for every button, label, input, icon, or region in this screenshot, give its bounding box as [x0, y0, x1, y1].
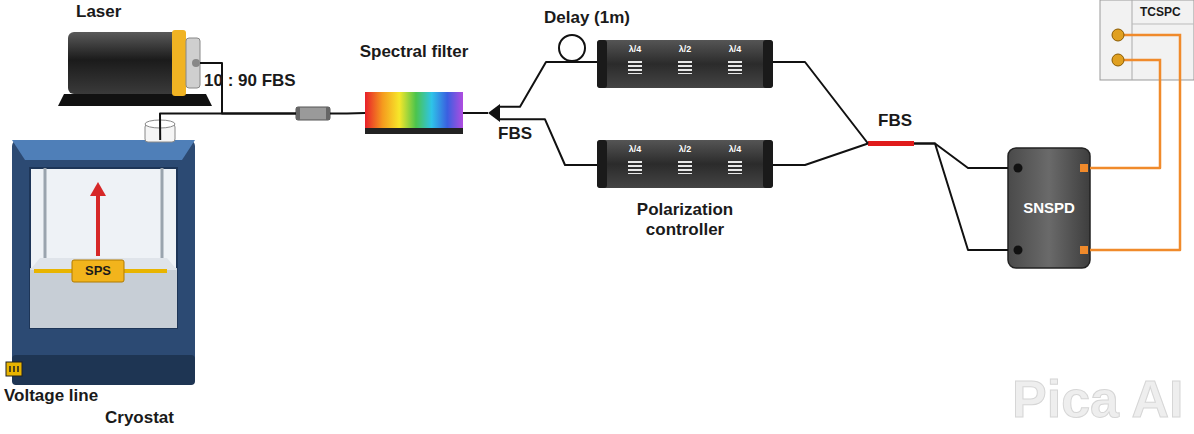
coupler-drawing [296, 107, 330, 120]
component-label: Laser [76, 2, 121, 22]
single-photon-source: SPS [72, 260, 124, 282]
combiner-segment [868, 141, 914, 146]
component-label: Spectral filter [359, 42, 469, 62]
beam-splitter: FBS [488, 104, 500, 122]
cryostat-drawing [6, 120, 195, 385]
node-label: SNSPD [1023, 199, 1075, 217]
delay-loop-drawing [559, 35, 585, 61]
tcspc-module: TCSPC [1100, 0, 1194, 80]
delay-loop: Delay (1m) [558, 34, 586, 62]
laser-drawing [58, 30, 212, 106]
waveplate-label: λ/4 [720, 144, 750, 155]
filter-drawing [365, 92, 463, 134]
polarization-controller: λ/4λ/2λ/4Polarization controller [597, 140, 773, 188]
spectral-filter: Spectral filter [365, 92, 463, 134]
component-label: Cryostat [105, 408, 174, 428]
optical-fiber [330, 112, 365, 115]
optical-fiber [500, 62, 572, 107]
coupler: 10 : 90 FBS [296, 107, 330, 120]
port-label: Voltage line [4, 386, 98, 406]
waveplate-label: λ/4 [620, 144, 650, 155]
splitter-wedge [488, 104, 500, 122]
component-label: Polarization controller [597, 200, 773, 241]
detector-drawing [1008, 148, 1090, 268]
optical-fiber [914, 144, 1008, 169]
polarization-controller: λ/4 λ/2 λ/4 [597, 40, 773, 88]
optical-fiber [160, 114, 296, 141]
waveplate-label: λ/2 [670, 144, 700, 155]
waveplate-label: λ/2 [670, 44, 700, 55]
cryostat: CryostatSPS [12, 140, 195, 385]
optical-fiber [773, 144, 868, 166]
node-label: SPS [85, 263, 111, 279]
signal-cable [1090, 80, 1160, 168]
component-label: Delay (1m) [544, 8, 630, 28]
component-label: FBS [498, 124, 532, 144]
polarization-controller-drawing [597, 40, 773, 188]
tcspc-drawing [1100, 0, 1194, 80]
component-label: TCSPC [1140, 5, 1181, 19]
waveplate-label: λ/4 [720, 44, 750, 55]
optical-fiber [463, 112, 488, 114]
optical-fiber [572, 61, 597, 63]
detector: SNSPD [1008, 148, 1090, 268]
waveplate-label: λ/4 [620, 44, 650, 55]
optical-fiber [914, 144, 1008, 251]
optical-fiber [773, 62, 868, 144]
signal-cable [1090, 80, 1180, 250]
laser-source: Laser [68, 32, 200, 94]
component-label: FBS [878, 111, 912, 131]
optical-fiber [200, 63, 296, 114]
component-label: 10 : 90 FBS [204, 71, 296, 91]
watermark: Pica AI [1012, 368, 1184, 430]
beam-splitter: FBS [868, 141, 914, 146]
